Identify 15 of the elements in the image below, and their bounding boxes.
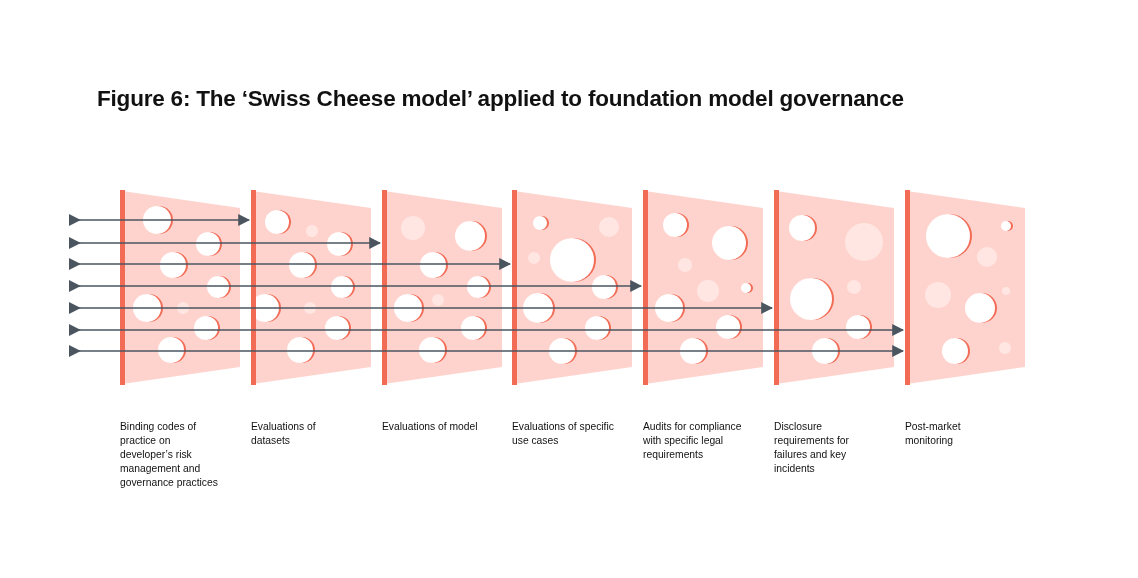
figure-title: Figure 6: The ‘Swiss Cheese model’ applied to foundation model governance	[97, 86, 904, 112]
layer-caption: Post-market monitoring	[905, 420, 962, 448]
layer-caption: Binding codes of practice on developer’s risk management and governance practices	[120, 420, 219, 490]
layer-caption: Audits for compliance with specific legal requirements	[643, 420, 743, 462]
layer-caption: Evaluations of model	[382, 420, 479, 434]
layer-caption: Evaluations of datasets	[251, 420, 317, 448]
arrow	[68, 302, 774, 314]
arrow	[68, 280, 643, 292]
layer-caption: Evaluations of specific use cases	[512, 420, 615, 448]
arrow	[68, 324, 905, 336]
arrow	[68, 214, 251, 226]
layer-caption: Disclosure requirements for failures and key incidents	[774, 420, 850, 476]
arrow	[68, 258, 512, 270]
arrow	[68, 345, 905, 357]
arrow	[68, 237, 382, 249]
